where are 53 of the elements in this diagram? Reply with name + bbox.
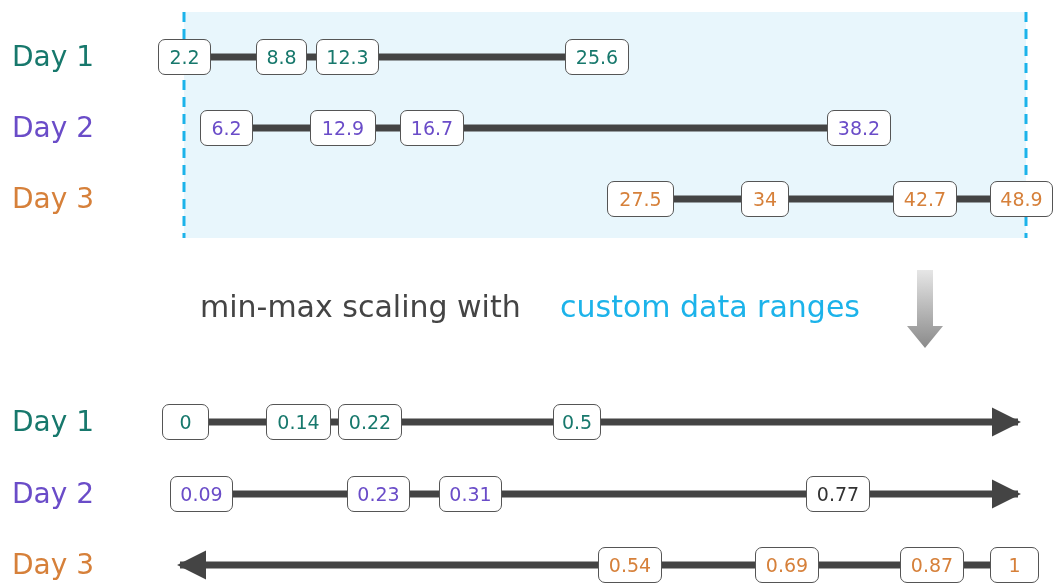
value-box: 0.87 [900,547,964,583]
arrow [870,479,1021,509]
connector-line [964,561,990,569]
connector-line [957,195,990,203]
connector-line [402,418,553,426]
connector-line [253,124,310,132]
value-box: 0.54 [598,547,662,583]
value-box: 0.5 [553,404,601,440]
connector-line [211,53,256,61]
connector-line [662,561,755,569]
value-box: 2.2 [158,39,211,75]
value-box: 38.2 [827,110,891,146]
value-box: 0.77 [806,476,870,512]
connector-line [376,124,400,132]
value-box: 0.23 [347,476,410,512]
value-box: 0.31 [439,476,502,512]
value-box: 27.5 [607,181,674,217]
connector-line [502,490,806,498]
connector-line [209,418,266,426]
value-box: 0 [162,404,209,440]
row-label: Day 1 [12,39,94,73]
connector-line [307,53,316,61]
value-box: 0.14 [266,404,331,440]
caption-text: custom data ranges [560,289,860,325]
arrow [177,550,598,580]
row-label: Day 3 [12,181,94,215]
row-label: Day 1 [12,404,94,438]
connector-line [789,195,893,203]
connector-line [464,124,827,132]
value-box: 25.6 [565,39,629,75]
connector-line [674,195,741,203]
connector-line [331,418,338,426]
connector-line [819,561,900,569]
value-box: 0.22 [338,404,402,440]
caption-text: min-max scaling with [200,289,521,325]
value-box: 48.9 [990,181,1053,217]
row-label: Day 3 [12,547,94,581]
value-box: 16.7 [400,110,464,146]
arrow [601,407,1021,437]
value-box: 6.2 [200,110,253,146]
value-box: 12.9 [310,110,376,146]
value-box: 1 [990,547,1039,583]
value-box: 42.7 [893,181,957,217]
value-box: 0.69 [755,547,819,583]
connector-line [379,53,565,61]
value-box: 8.8 [256,39,307,75]
row-label: Day 2 [12,110,94,144]
value-box: 34 [741,181,789,217]
value-box: 12.3 [316,39,379,75]
connector-line [410,490,439,498]
connector-line [233,490,347,498]
row-label: Day 2 [12,476,94,510]
value-box: 0.09 [170,476,233,512]
